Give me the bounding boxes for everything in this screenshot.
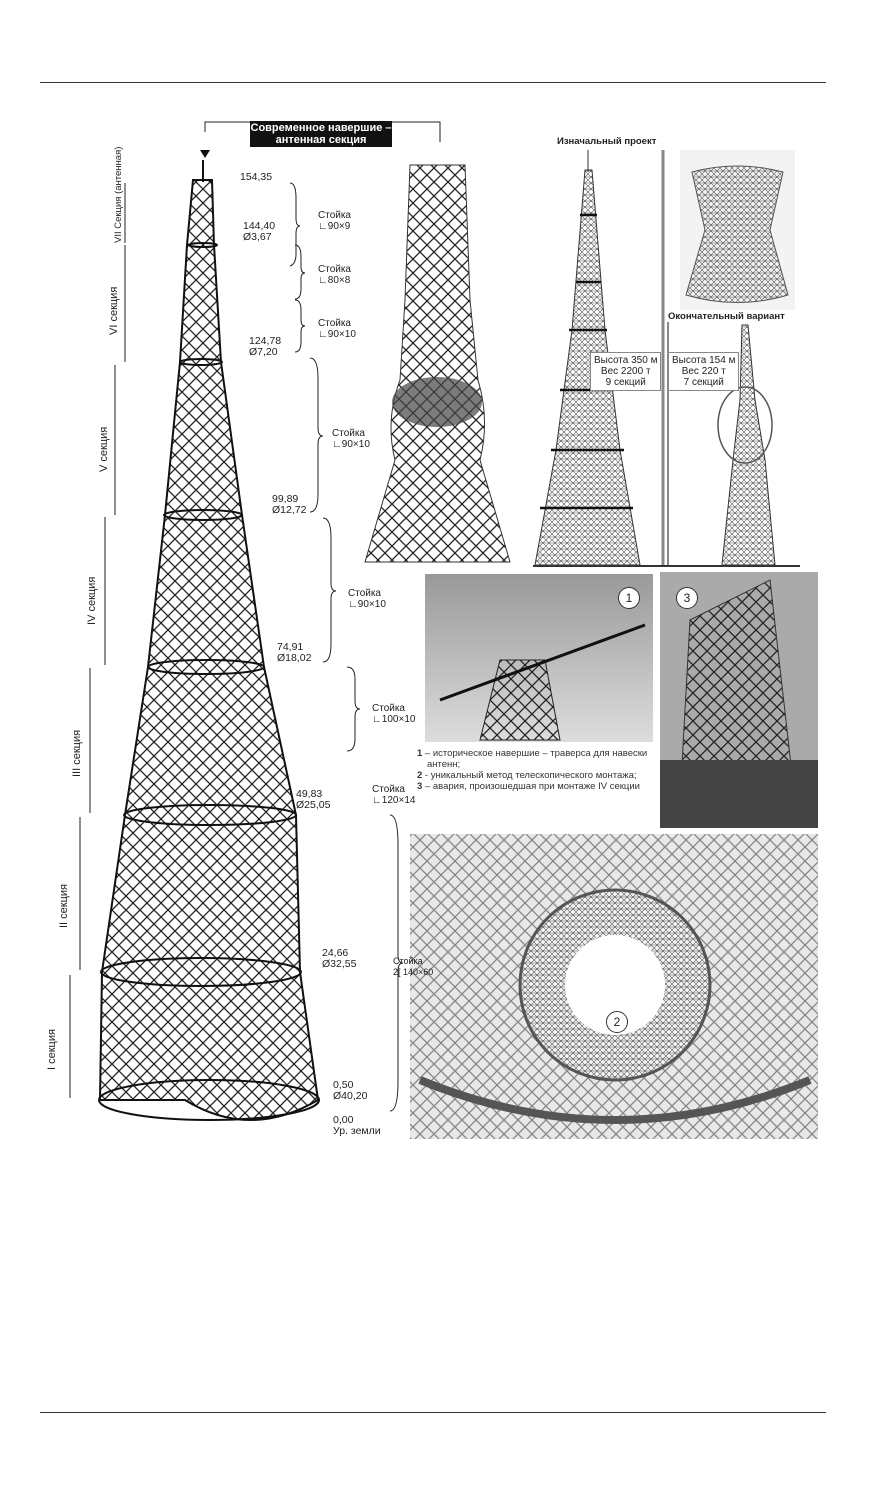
post-label: Стойка∟100×10: [372, 703, 416, 725]
original-project-title: Изначальный проект: [557, 136, 657, 147]
post-label: Стойка∟80×8: [318, 264, 351, 286]
photo-accident: [660, 572, 818, 828]
photo-number-2: 2: [606, 1011, 628, 1033]
section-label-2: II секция: [58, 884, 70, 928]
section-label-3: III секция: [71, 729, 83, 777]
final-variant-title: Окончательный вариант: [668, 311, 785, 322]
hyperboloid-drawing: [680, 150, 795, 310]
footer-rule: [40, 1412, 826, 1413]
section-label-5: V секция: [98, 426, 110, 472]
main-tower-drawing: [98, 160, 320, 1121]
photo-legend: 1 – историческое навершие – траверса для…: [417, 748, 652, 792]
post-label: Стойка∟120×14: [372, 784, 416, 806]
post-label: Стойка∟90×10: [348, 588, 386, 610]
modern-top-banner: Современное навершие – антенная секция: [250, 121, 392, 147]
photo-historic-traverse: [425, 574, 653, 742]
legend-item: 2 - уникальный метод телескопического мо…: [417, 770, 637, 781]
photo-number-3: 3: [676, 587, 698, 609]
post-label: Стойка∟90×10: [318, 318, 356, 340]
legend-item: 3 – авария, произошедшая при монтаже IV …: [417, 781, 640, 792]
post-label: Стойка∟90×10: [332, 428, 370, 450]
photo-number-1: 1: [618, 587, 640, 609]
header-rule: [40, 82, 826, 83]
level-154: 154,35: [240, 171, 273, 183]
section-label-6: VI секция: [108, 286, 120, 335]
legend-item: 1 – историческое навершие – траверса для…: [417, 748, 648, 770]
section-label-1: I секция: [46, 1029, 58, 1070]
original-project-drawing: [533, 150, 800, 567]
section-label-7: VII Секция (антенная): [113, 146, 124, 243]
antenna-section-photo: [360, 150, 511, 563]
post-label: Стойка∟90×9: [318, 210, 351, 232]
photo-telescopic-assembly: [410, 834, 818, 1139]
section-label-4: IV секция: [86, 576, 98, 625]
